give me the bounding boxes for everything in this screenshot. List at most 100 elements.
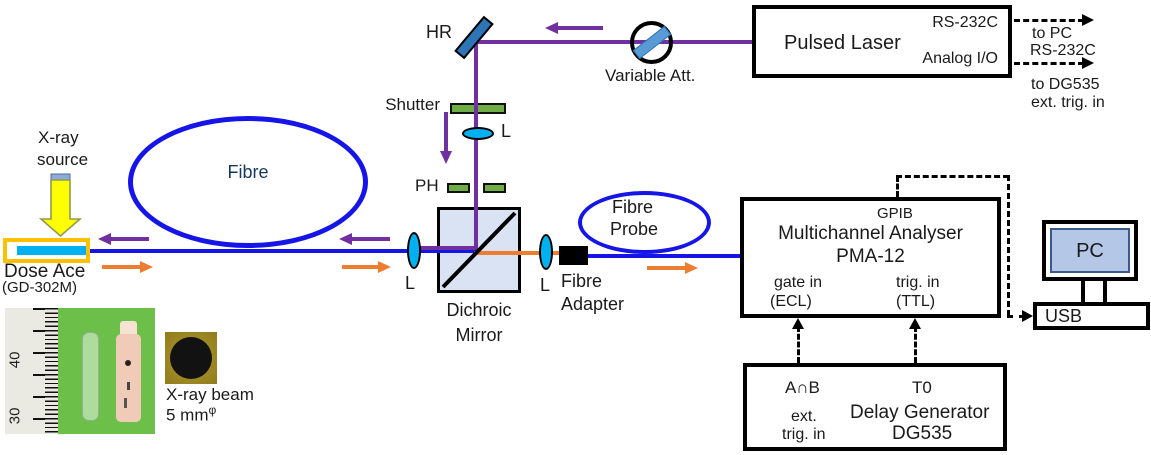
xray-beam-caption: X-ray beam (166, 385, 254, 404)
xray-beam-size: 5 mmφ (166, 404, 216, 425)
dose-ace-label: Dose Ace (4, 261, 86, 282)
delay-title-line1: Delay Generator (850, 402, 990, 423)
lens-right-label: L (540, 275, 551, 295)
laser-output-to-dg535-label: to DG535 (1031, 76, 1100, 93)
holder-cap (120, 321, 137, 337)
lens-right (539, 234, 553, 270)
trig-in-arrowhead (909, 318, 921, 329)
delay-ext-label: ext. (791, 408, 817, 425)
xray-beam-size-phi: φ (208, 403, 217, 417)
hr-label: HR (426, 22, 452, 42)
laser-beam-left-horizontal (413, 246, 478, 250)
pc-monitor: PC (1042, 220, 1138, 281)
analyser-trig-in-label: trig. in (896, 274, 940, 291)
fibre-adapter-block (559, 246, 588, 265)
analyser-gpib-label: GPIB (877, 205, 913, 222)
usb-label: USB (1045, 306, 1083, 326)
fibre-loop (128, 116, 368, 248)
analyser-gate-in-label: gate in (774, 274, 823, 291)
gate-in-arrowhead (792, 318, 804, 329)
laser-direction-arrow-top (557, 26, 603, 30)
laser-output-rs232c-arrowhead (1082, 14, 1094, 26)
pinhole-right-blade (483, 183, 506, 193)
gpib-line-down (1007, 175, 1010, 316)
ruler-major-ticks (33, 308, 45, 434)
laser-direction-arrow-shutter (444, 112, 448, 152)
laser-beam-vertical (474, 42, 478, 250)
xray-beam-photo (165, 332, 217, 384)
dosimeter-photo: 40 30 (5, 308, 155, 434)
analyser-title-line2: PMA-12 (836, 246, 905, 267)
laser-direction-arrowhead-mid (339, 233, 352, 245)
fibre-loop-label: Fibre (227, 162, 269, 182)
pinhole-label: PH (415, 176, 439, 195)
pulsed-laser-port-rs232c: RS-232C (932, 14, 998, 31)
delay-trig-in-label: trig. in (782, 426, 826, 443)
laser-output-rs232c-label: RS-232C (1030, 42, 1096, 59)
luminescence-arrowhead-mid (378, 261, 391, 273)
multichannel-analyser-box: GPIB Multichannel Analyser PMA-12 gate i… (740, 197, 1001, 318)
pc-usb-box: USB (1033, 302, 1150, 330)
fibre-adapter-label-line1: Fibre (561, 271, 603, 291)
holder-dot-mark (125, 360, 131, 366)
shutter-blade (450, 103, 506, 114)
pulsed-laser-title: Pulsed Laser (784, 32, 901, 54)
luminescence-arrowhead-doseace (140, 261, 153, 273)
laser-output-analog-line (1014, 62, 1084, 65)
fibre-probe-loop (578, 191, 711, 254)
xray-source-label-line1: X-ray (38, 128, 79, 147)
pc-label: PC (1076, 240, 1104, 262)
delay-port-t0-label: T0 (912, 378, 932, 397)
analyser-title-line1: Multichannel Analyser (778, 223, 963, 244)
gpib-line-top (896, 175, 1009, 178)
delay-port-aandb-label: A∩B (785, 378, 820, 397)
gpib-usb-arrowhead (1022, 310, 1033, 322)
pc-screen: PC (1050, 228, 1130, 273)
dichroic-diagonal (441, 211, 517, 289)
fibre-line-right (585, 254, 742, 258)
ruler-number-40: 40 (6, 351, 24, 369)
lens-collimating (462, 127, 494, 140)
variable-attenuator-ring (630, 21, 673, 64)
luminescence-beam (474, 251, 566, 255)
laser-direction-arrow-doseace (111, 237, 149, 241)
xray-beam-spot (170, 337, 212, 379)
delay-generator-box: A∩B T0 ext. trig. in Delay Generator DG5… (743, 363, 1007, 451)
xray-arrow (39, 173, 83, 238)
luminescence-arrow-right (647, 266, 685, 270)
laser-output-analog-arrowhead (1082, 57, 1094, 69)
dose-ace-glass-element (17, 246, 86, 255)
laser-direction-arrowhead-top (545, 22, 558, 34)
fibre-line-left (82, 249, 478, 253)
fibre-probe-label-line2: Probe (610, 219, 659, 239)
gate-in-dashed-line (797, 326, 800, 363)
laser-direction-arrowhead-shutter (440, 151, 452, 164)
ruler-number-30: 30 (6, 407, 24, 425)
laser-direction-arrowhead-doseace (98, 233, 111, 245)
holder-body (116, 334, 141, 422)
luminescence-arrow-mid (342, 265, 378, 269)
dichroic-label-line1: Dichroic (446, 300, 512, 320)
lens-left (407, 232, 421, 269)
luminescence-arrowhead-right (685, 262, 698, 274)
lens-left-label: L (405, 273, 416, 293)
dichroic-label-line2: Mirror (455, 325, 503, 345)
fibre-adapter-label-line2: Adapter (561, 294, 625, 314)
laser-output-rs232c-line (1014, 19, 1084, 22)
xray-source-label-line2: source (37, 150, 89, 169)
pc-stand (1081, 281, 1107, 302)
ruler: 40 30 (5, 308, 58, 434)
fibre-probe-label-line1: Fibre (612, 197, 654, 217)
pulsed-laser-box: Pulsed Laser RS-232C Analog I/O (752, 5, 1012, 78)
shutter-label: Shutter (385, 95, 440, 114)
pulsed-laser-port-analog-io: Analog I/O (922, 50, 998, 68)
laser-beam-top-horizontal (477, 40, 754, 44)
gpib-line-to-usb (1007, 315, 1025, 318)
dose-ace-model-label: (GD-302M) (2, 279, 78, 296)
glass-rod (82, 332, 99, 421)
holder-bar-mark (127, 382, 130, 390)
analyser-trig-ttl-label: (TTL) (896, 293, 936, 310)
lens-collimating-label: L (501, 121, 512, 141)
laser-output-ext-trig-label: ext. trig. in (1031, 94, 1105, 111)
